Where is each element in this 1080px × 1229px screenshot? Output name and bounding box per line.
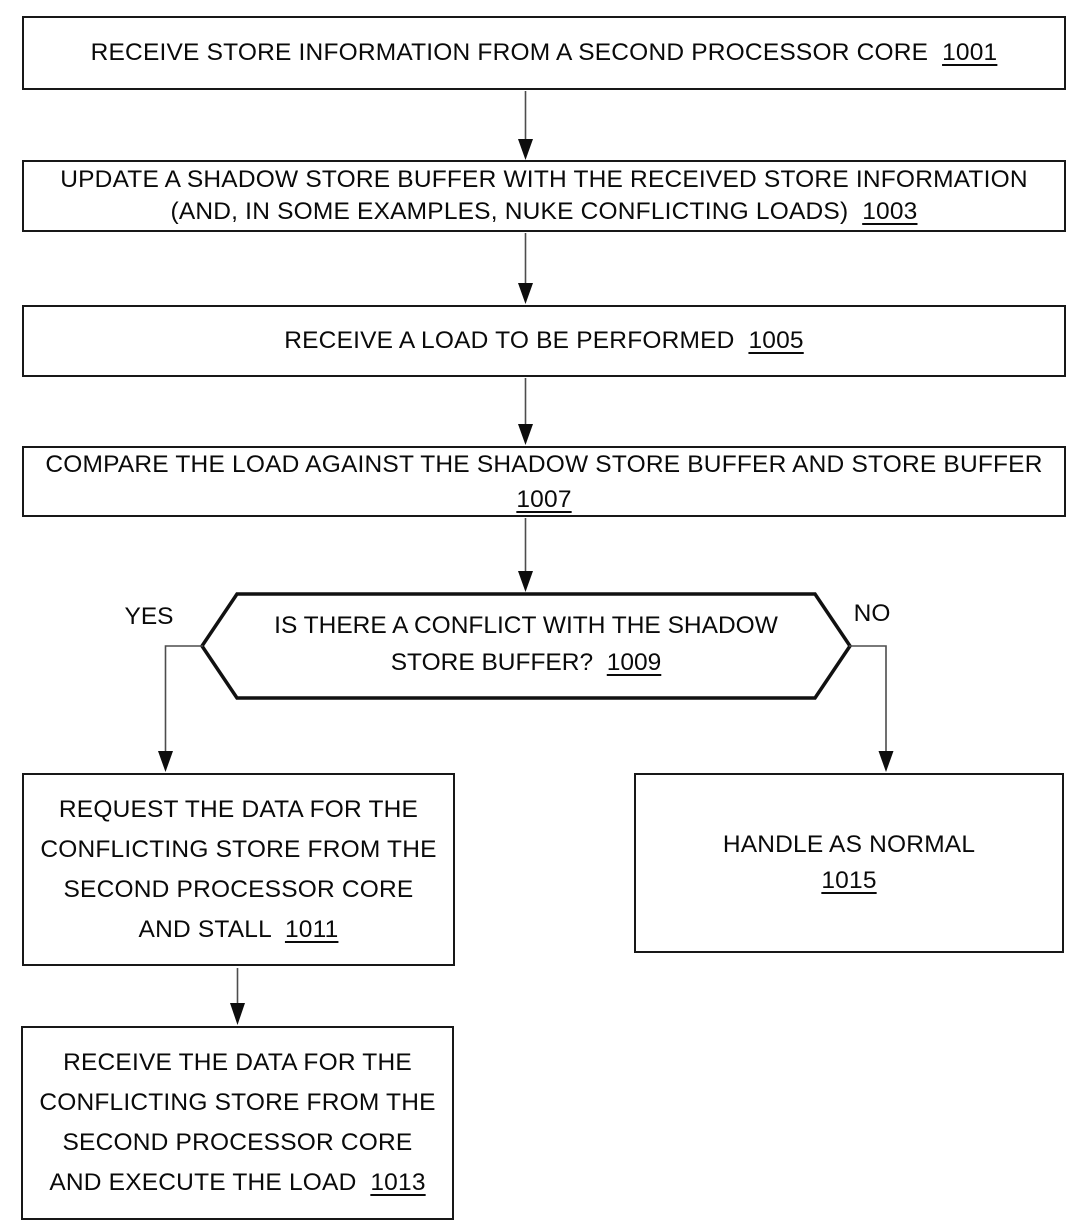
node-text: RECEIVE STORE INFORMATION FROM A SECOND … bbox=[90, 39, 929, 66]
node-text-line: RECEIVE THE DATA FOR THE bbox=[63, 1043, 412, 1083]
node-text: RECEIVE THE DATA FOR THE bbox=[63, 1049, 412, 1076]
node-text: REQUEST THE DATA FOR THE bbox=[58, 795, 419, 823]
node-text: (AND, IN SOME EXAMPLES, NUKE CONFLICTING… bbox=[170, 198, 849, 225]
node-1005-receive-load: RECEIVE A LOAD TO BE PERFORMED 1005 bbox=[22, 305, 1066, 377]
node-text-line: 1007 bbox=[516, 482, 571, 517]
node-text-line: RECEIVE A LOAD TO BE PERFORMED 1005 bbox=[284, 325, 804, 357]
node-1001-receive-store-info: RECEIVE STORE INFORMATION FROM A SECOND … bbox=[22, 16, 1066, 90]
arrowhead-icon bbox=[518, 424, 533, 445]
node-1003-update-shadow-store-buffer: UPDATE A SHADOW STORE BUFFER WITH THE RE… bbox=[22, 160, 1066, 232]
arrowhead-icon bbox=[518, 283, 533, 304]
reference-number-1015: 1015 bbox=[821, 867, 877, 894]
node-text-line: AND STALL 1011 bbox=[139, 910, 339, 950]
node-1007-compare-load: COMPARE THE LOAD AGAINST THE SHADOW STOR… bbox=[22, 446, 1066, 517]
reference-number-1011: 1011 bbox=[284, 915, 339, 943]
node-text: AND EXECUTE THE LOAD bbox=[49, 1169, 357, 1196]
node-text: SECOND PROCESSOR CORE bbox=[62, 1129, 413, 1156]
node-text-line: COMPARE THE LOAD AGAINST THE SHADOW STOR… bbox=[45, 447, 1042, 482]
branch-label-no: NO bbox=[843, 600, 901, 627]
node-text-line: (AND, IN SOME EXAMPLES, NUKE CONFLICTING… bbox=[170, 196, 917, 228]
no-label: NO bbox=[853, 600, 891, 627]
node-text-line: REQUEST THE DATA FOR THE bbox=[59, 790, 418, 830]
reference-number-1009: 1009 bbox=[606, 649, 662, 676]
node-text: CONFLICTING STORE FROM THE bbox=[40, 835, 437, 863]
yes-label: YES bbox=[124, 603, 174, 630]
node-text-line: SECOND PROCESSOR CORE bbox=[64, 870, 414, 910]
arrowhead-icon bbox=[878, 751, 894, 772]
node-1009-conflict-decision: IS THERE A CONFLICT WITH THE SHADOW STOR… bbox=[240, 605, 812, 683]
reference-number-1013: 1013 bbox=[370, 1169, 426, 1196]
node-text: SECOND PROCESSOR CORE bbox=[63, 875, 414, 903]
node-text: STORE BUFFER? bbox=[390, 649, 594, 676]
node-text-line: STORE BUFFER? 1009 bbox=[391, 644, 662, 681]
arrowhead-icon bbox=[518, 571, 533, 592]
node-1015-handle-as-normal: HANDLE AS NORMAL 1015 bbox=[634, 773, 1064, 953]
node-1013-receive-data-execute-load: RECEIVE THE DATA FOR THE CONFLICTING STO… bbox=[21, 1026, 454, 1220]
node-text: COMPARE THE LOAD AGAINST THE SHADOW STOR… bbox=[45, 450, 1043, 478]
node-text-line: HANDLE AS NORMAL bbox=[723, 827, 975, 863]
node-text-line: AND EXECUTE THE LOAD 1013 bbox=[49, 1163, 425, 1203]
node-text: UPDATE A SHADOW STORE BUFFER WITH THE RE… bbox=[60, 166, 1028, 193]
node-text: RECEIVE A LOAD TO BE PERFORMED bbox=[284, 327, 735, 354]
node-text-line: 1015 bbox=[821, 863, 876, 899]
node-text-line: RECEIVE STORE INFORMATION FROM A SECOND … bbox=[91, 37, 998, 69]
reference-number-1005: 1005 bbox=[748, 327, 804, 354]
node-text-line: CONFLICTING STORE FROM THE bbox=[39, 1083, 435, 1123]
node-text: CONFLICTING STORE FROM THE bbox=[39, 1089, 436, 1116]
node-text: AND STALL bbox=[138, 915, 272, 943]
node-text-line: IS THERE A CONFLICT WITH THE SHADOW bbox=[274, 607, 778, 644]
arrowhead-icon bbox=[158, 751, 173, 772]
node-text-line: CONFLICTING STORE FROM THE bbox=[40, 830, 436, 870]
arrowhead-icon bbox=[518, 139, 533, 160]
node-text: HANDLE AS NORMAL bbox=[722, 831, 976, 858]
arrowhead-icon bbox=[230, 1003, 245, 1025]
node-text: IS THERE A CONFLICT WITH THE SHADOW bbox=[274, 612, 778, 639]
reference-number-1001: 1001 bbox=[942, 39, 998, 66]
branch-label-yes: YES bbox=[116, 603, 182, 630]
reference-number-1007: 1007 bbox=[516, 485, 572, 513]
node-text-line: UPDATE A SHADOW STORE BUFFER WITH THE RE… bbox=[60, 164, 1028, 196]
edge-1009-1015-no bbox=[849, 645, 887, 752]
node-text-line: SECOND PROCESSOR CORE bbox=[63, 1123, 413, 1163]
edge-1009-1011-yes bbox=[164, 645, 203, 752]
node-1011-request-data-stall: REQUEST THE DATA FOR THE CONFLICTING STO… bbox=[22, 773, 455, 966]
reference-number-1003: 1003 bbox=[862, 198, 918, 225]
